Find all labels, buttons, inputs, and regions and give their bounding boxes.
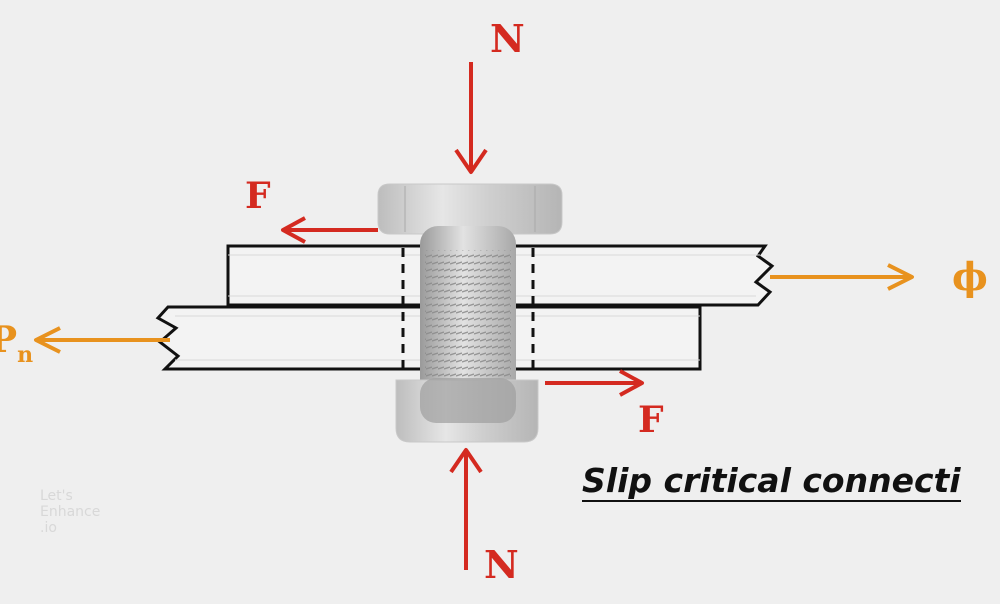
normal-bottom-label: N [484,542,519,587]
applied-force-left-label: Pn [0,319,33,368]
applied-force-left-arrow [34,326,170,354]
force-left-subscript: n [17,342,33,368]
watermark-line-1: Let's [40,488,73,504]
friction-bottom-arrow [545,369,644,397]
applied-force-right-arrow [770,263,914,291]
bolt-shank [420,226,516,416]
watermark-line-2: Enhance [40,504,101,520]
watermark-line-3: .io [40,520,57,536]
normal-force-bottom-arrow [449,448,483,570]
friction-top-arrow [281,216,378,244]
watermark: Let's Enhance .io [0,488,100,536]
friction-bottom-label: F [638,399,664,441]
applied-force-right-label: ϕ [952,254,988,299]
force-left-base: P [0,319,17,361]
friction-top-label: F [245,175,271,217]
bolt-hole-lines [401,248,535,368]
nut [395,378,539,443]
normal-force-top-arrow [454,62,488,174]
caption: Slip critical connecti [582,461,961,502]
bolt-head [377,183,563,235]
normal-top-label: N [490,16,525,61]
